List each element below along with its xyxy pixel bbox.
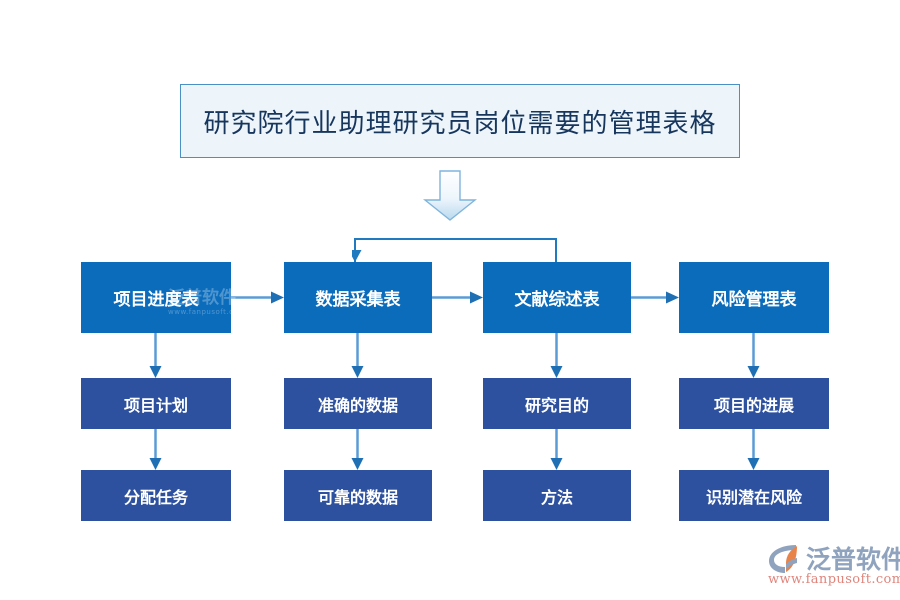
box-col2-row3[interactable]: 可靠的数据	[284, 470, 432, 521]
brand-logo: 泛普软件 www.fanpusoft.com	[766, 540, 900, 592]
box-label: 数据采集表	[315, 290, 401, 310]
box-col2-row1[interactable]: 数据采集表	[284, 262, 432, 333]
box-label: 识别潜在风险	[705, 487, 802, 507]
box-col1-row2[interactable]: 项目计划	[81, 378, 231, 429]
box-label: 风险管理表	[711, 290, 797, 310]
arrow-col1-row2-to-row3	[149, 429, 162, 471]
box-label: 研究目的	[524, 395, 589, 415]
box-label: 分配任务	[123, 487, 188, 507]
box-col4-row1[interactable]: 风险管理表	[679, 262, 829, 333]
bracket-connector-col2-col3	[348, 236, 562, 266]
box-label: 准确的数据	[317, 395, 398, 415]
arrow-col3-row1-to-row2	[550, 333, 563, 379]
box-label: 项目计划	[123, 395, 188, 415]
box-col1-row3[interactable]: 分配任务	[81, 470, 231, 521]
arrow-col2-to-col3	[432, 291, 484, 304]
box-label: 方法	[540, 487, 573, 507]
arrow-col3-to-col4	[631, 291, 680, 304]
box-col4-row2[interactable]: 项目的进展	[679, 378, 829, 429]
arrow-col1-row1-to-row2	[149, 333, 162, 379]
box-label: 文献综述表	[514, 290, 600, 310]
arrow-col2-row2-to-row3	[351, 429, 364, 471]
box-col3-row2[interactable]: 研究目的	[483, 378, 631, 429]
arrow-col1-to-col2	[231, 291, 285, 304]
box-col3-row1[interactable]: 文献综述表	[483, 262, 631, 333]
box-col4-row3[interactable]: 识别潜在风险	[679, 470, 829, 521]
arrow-col4-row1-to-row2	[747, 333, 760, 379]
diagram-title-box: 研究院行业助理研究员岗位需要的管理表格	[180, 84, 740, 158]
box-label: 可靠的数据	[317, 487, 398, 507]
arrow-col4-row2-to-row3	[747, 429, 760, 471]
box-col1-row1[interactable]: 项目进度表	[81, 262, 231, 333]
page-title: 研究院行业助理研究员岗位需要的管理表格	[203, 108, 717, 139]
down-arrow-icon	[418, 170, 482, 222]
box-col2-row2[interactable]: 准确的数据	[284, 378, 432, 429]
logo-brand-text: 泛普软件	[806, 545, 900, 574]
fanpu-logo-icon	[766, 542, 804, 575]
logo-url-text: www.fanpusoft.com	[768, 572, 900, 587]
box-label: 项目的进展	[713, 395, 794, 415]
box-label: 项目进度表	[113, 290, 199, 310]
arrow-col2-row1-to-row2	[351, 333, 364, 379]
arrow-col3-row2-to-row3	[550, 429, 563, 471]
box-col3-row3[interactable]: 方法	[483, 470, 631, 521]
